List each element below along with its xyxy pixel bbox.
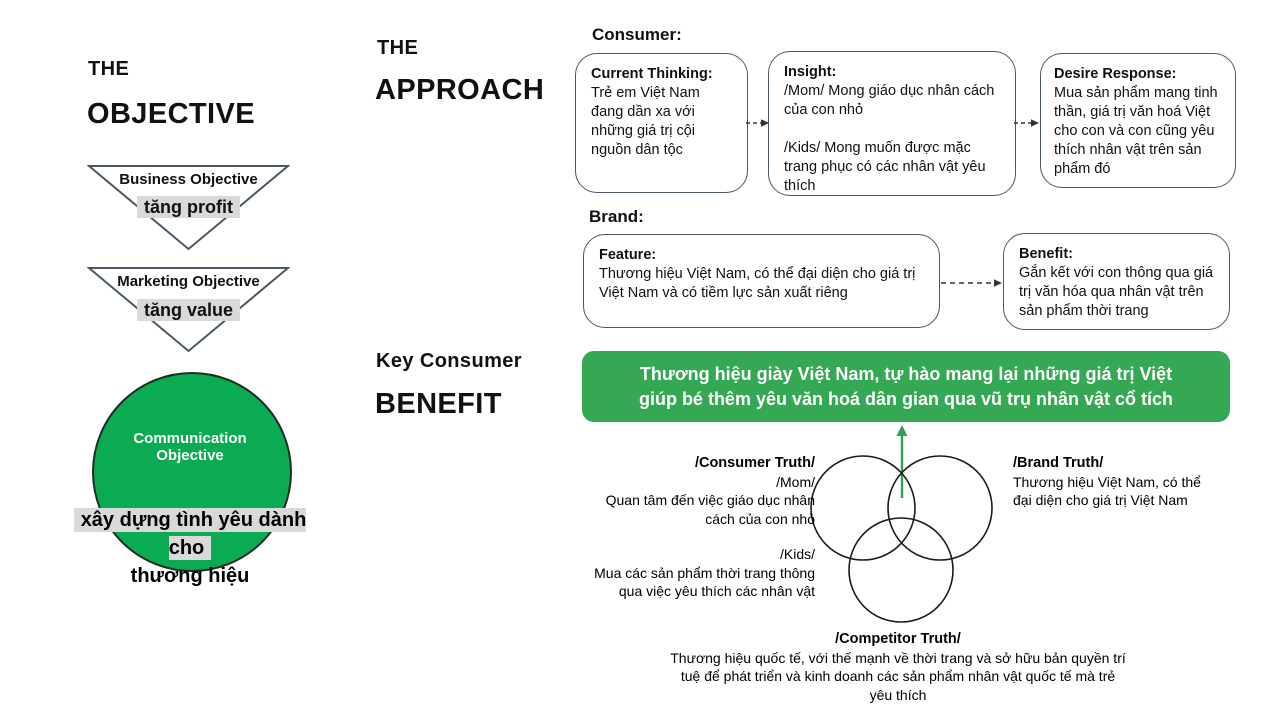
- kids-label: /Kids/: [779, 546, 815, 562]
- kids-text: Mua các sản phẩm thời trang thông qua vi…: [594, 564, 815, 600]
- benefit-heading-big: BENEFIT: [375, 388, 502, 420]
- consumer-truth-label: /Consumer Truth/ /Mom/ Quan tâm đến việc…: [578, 454, 815, 601]
- competitor-truth-label: /Competitor Truth/ Thương hiệu quốc tế, …: [668, 630, 1128, 704]
- value-line2: thương hiệu: [130, 565, 250, 587]
- objective-section: THE OBJECTIVE Business Objective tăng pr…: [0, 0, 360, 716]
- objective-heading-small: THE: [88, 58, 130, 80]
- highlighted-text: tăng profit: [137, 196, 240, 218]
- benefit-heading-small: Key Consumer: [376, 350, 522, 372]
- box-body: Trẻ em Việt Nam đang dần xa với những gi…: [591, 85, 700, 158]
- funnel-value: tăng value: [87, 299, 290, 321]
- mom-text: Quan tâm đến việc giáo dục nhân cách của…: [605, 492, 815, 527]
- insight-box: Insight: /Mom/ Mong giáo dục nhân cách c…: [768, 51, 1016, 196]
- box-title: Desire Response:: [1054, 66, 1177, 82]
- dashed-arrow-icon: [941, 279, 1002, 287]
- brand-section-label: Brand:: [589, 207, 644, 226]
- box-title: Feature:: [599, 247, 657, 263]
- truth-title: /Consumer Truth/: [694, 455, 815, 471]
- venn-circle-consumer: [810, 455, 916, 561]
- mom-label: /Mom/: [776, 473, 815, 490]
- approach-heading-big: APPROACH: [375, 74, 545, 106]
- box-body: Mua sản phẩm mang tinh thần, giá trị văn…: [1054, 85, 1218, 177]
- consumer-section-label: Consumer:: [592, 25, 682, 44]
- box-body-kids: /Kids/ Mong muốn được mặc trang phục có …: [784, 140, 986, 194]
- funnel-title: Marketing Objective: [117, 273, 260, 290]
- dashed-arrow-icon: [1014, 119, 1039, 127]
- venn-diagram: [810, 455, 993, 623]
- communication-objective-value: xây dựng tình yêu dành cho thương hiệu: [50, 506, 330, 590]
- truth-title: /Competitor Truth/: [835, 631, 961, 647]
- box-title: Benefit:: [1019, 246, 1073, 262]
- desire-response-box: Desire Response: Mua sản phẩm mang tinh …: [1040, 53, 1236, 188]
- highlighted-text: tăng value: [136, 299, 241, 321]
- funnel-value: tăng profit: [87, 196, 290, 218]
- truth-text: Thương hiệu quốc tế, với thế mạnh về thờ…: [670, 649, 1126, 703]
- circle-label-line2: Objective: [156, 447, 224, 464]
- venn-circle-brand: [887, 455, 993, 561]
- business-objective-triangle: Business Objective tăng profit: [87, 164, 290, 252]
- box-title: Current Thinking:: [591, 66, 713, 82]
- approach-heading-small: THE: [377, 37, 419, 59]
- current-thinking-box: Current Thinking: Trẻ em Việt Nam đang d…: [575, 53, 748, 193]
- box-body-mom: /Mom/ Mong giáo dục nhân cách của con nh…: [784, 83, 995, 118]
- marketing-objective-triangle: Marketing Objective tăng value: [87, 266, 290, 354]
- box-title: Insight:: [784, 64, 837, 80]
- highlighted-text: xây dựng tình yêu dành cho: [73, 508, 307, 560]
- funnel-title: Business Objective: [119, 171, 258, 188]
- key-consumer-benefit-banner: Thương hiệu giày Việt Nam, tự hào mang l…: [582, 351, 1230, 422]
- objective-heading-big: OBJECTIVE: [87, 98, 255, 130]
- banner-line1: Thương hiệu giày Việt Nam, tự hào mang l…: [639, 363, 1173, 384]
- feature-box: Feature: Thương hiệu Việt Nam, có thể đạ…: [583, 234, 940, 328]
- truth-title: /Brand Truth/: [1013, 455, 1104, 471]
- up-arrow-icon: [896, 425, 908, 498]
- benefit-box: Benefit: Gắn kết với con thông qua giá t…: [1003, 233, 1230, 330]
- banner-line2: giúp bé thêm yêu văn hoá dân gian qua vũ…: [638, 388, 1174, 409]
- brand-truth-label: /Brand Truth/ Thương hiệu Việt Nam, có t…: [1013, 454, 1205, 510]
- box-body: Gắn kết với con thông qua giá trị văn hó…: [1019, 265, 1214, 319]
- truth-text: Thương hiệu Việt Nam, có thể đại diện ch…: [1013, 473, 1201, 509]
- venn-circle-competitor: [848, 517, 954, 623]
- dashed-arrow-icon: [746, 119, 769, 127]
- box-body: Thương hiệu Việt Nam, có thể đại diện ch…: [599, 266, 916, 301]
- circle-label-line1: Communication: [133, 430, 247, 447]
- communication-objective-label: Communication Objective: [92, 430, 288, 464]
